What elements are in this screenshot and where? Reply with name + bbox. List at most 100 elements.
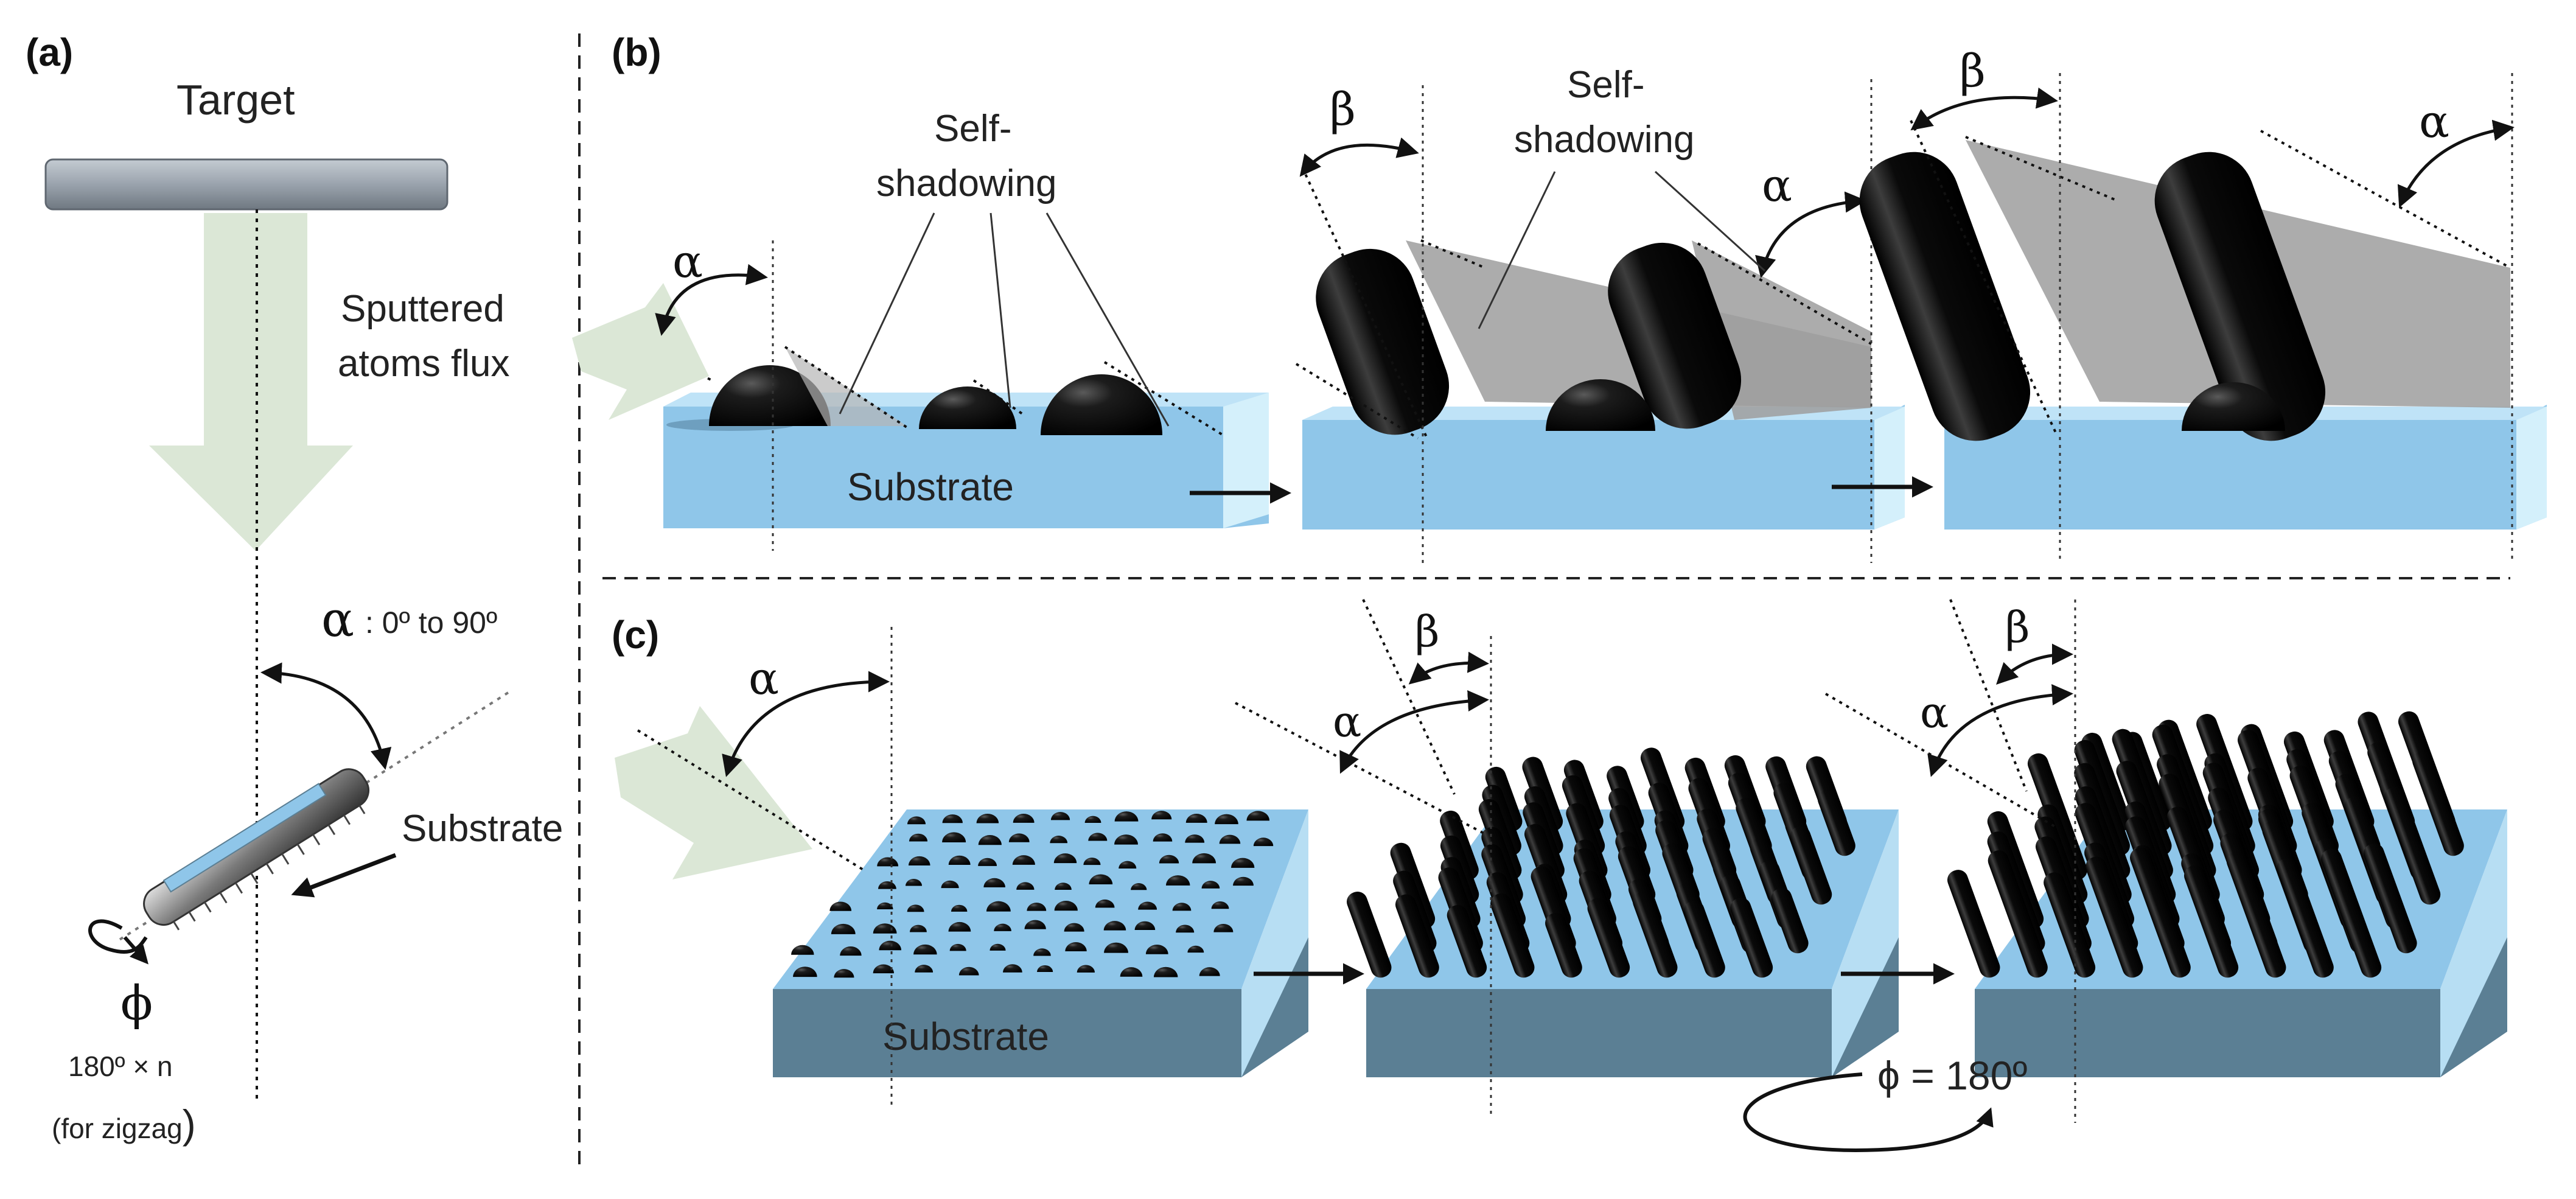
flux-arrow — [149, 213, 353, 551]
nanocolumn — [2321, 848, 2382, 978]
target-label: Target — [176, 76, 295, 124]
nucleus-dome — [1041, 374, 1162, 435]
self-shadowing-label-2b: shadowing — [1514, 119, 1694, 161]
nucleus-dome — [829, 901, 852, 911]
nucleus-dome — [1013, 814, 1035, 823]
nucleus-dome — [942, 832, 966, 842]
alpha-arc-b2 — [1755, 191, 1866, 278]
nucleus-dome — [1012, 855, 1035, 865]
nucleus-dome — [1084, 816, 1101, 823]
alpha-symbol-b2: α — [1762, 159, 1792, 212]
substrate-label-a: Substrate — [402, 808, 563, 850]
nanocolumn — [2384, 786, 2441, 905]
nucleus-dome — [1233, 876, 1254, 886]
nanocolumn — [2277, 858, 2334, 978]
nanocolumn — [2363, 843, 2417, 954]
nucleus-dome — [1253, 837, 1274, 847]
nucleus-dome — [949, 943, 966, 951]
nucleus-dome — [942, 814, 963, 823]
nucleus-dome — [1172, 903, 1192, 911]
phi-arrow-tail-a — [123, 936, 148, 965]
panel-c-stage-1: Substrate α — [615, 627, 1308, 1108]
nucleus-dome — [983, 878, 1005, 887]
beta-arc-c2 — [1408, 651, 1489, 685]
nanocolumn — [1859, 152, 2031, 441]
beta-symbol-c2: β — [1415, 607, 1439, 657]
panel-b-label: (b) — [612, 30, 661, 74]
nucleus-dome — [905, 879, 923, 886]
nanocolumn — [1347, 891, 1392, 978]
nucleus-dome — [1138, 901, 1157, 910]
nucleus-dome — [1103, 921, 1126, 931]
nanocolumn — [1683, 900, 1725, 978]
nanocolumn — [1633, 891, 1678, 978]
phi-rotation-arrow-a — [88, 919, 148, 954]
phi-symbol-a: ϕ — [120, 976, 153, 1031]
nucleus-dome — [1008, 833, 1030, 842]
nanocolumn — [2154, 152, 2326, 441]
nucleus-dome — [1185, 834, 1205, 843]
nanocolumn — [1447, 904, 1487, 978]
nucleus-dome — [1119, 861, 1137, 869]
nucleus-dome — [1095, 899, 1115, 908]
nucleus-dome — [1104, 942, 1128, 953]
nanocolumn — [2130, 847, 2191, 978]
nucleus-dome — [1120, 967, 1143, 977]
beta-arc-c3 — [1996, 643, 2073, 685]
nucleus-dome — [909, 925, 927, 932]
phi-note-a: (for zigzag) — [52, 1102, 196, 1147]
panel-c-label: (c) — [612, 613, 659, 657]
nanocolumn — [1490, 893, 1535, 978]
nucleus-dome — [709, 365, 831, 426]
nucleus-dome — [877, 902, 893, 909]
nucleus-dome — [1145, 945, 1168, 954]
nucleus-dome — [831, 923, 856, 934]
nucleus-dome — [1053, 853, 1077, 864]
nucleus-dome — [1246, 811, 1270, 821]
nanocolumn — [1730, 897, 1773, 978]
nucleus-dome — [1215, 814, 1238, 825]
nucleus-dome — [1153, 967, 1178, 977]
panel-a-label: (a) — [26, 30, 73, 74]
nucleus-dome — [976, 813, 999, 823]
nucleus-dome — [877, 857, 899, 867]
flux-arrow-c — [615, 706, 812, 879]
nucleus-dome — [793, 967, 817, 977]
nucleus-dome — [1089, 874, 1113, 885]
nucleus-dome — [948, 921, 971, 932]
nucleus-dome — [1199, 967, 1220, 976]
nucleus-dome — [1064, 923, 1084, 932]
nucleus-dome — [873, 923, 897, 934]
rotation-arrow-c — [1743, 1072, 1994, 1153]
alpha-range-a: : 0º to 90º — [365, 606, 497, 640]
self-shadowing-label-1a: Self- — [934, 108, 1011, 150]
nucleus-dome — [1185, 814, 1207, 823]
nucleus-dome — [909, 833, 928, 842]
nucleus-dome — [1054, 900, 1078, 911]
nucleus-dome — [986, 901, 1011, 912]
nucleus-dome — [1165, 875, 1190, 886]
nucleus-dome — [791, 945, 814, 955]
substrate-label-c: Substrate — [882, 1015, 1049, 1058]
nucleus-dome — [878, 881, 896, 889]
nanocolumn — [1817, 789, 1855, 856]
nanocolumn — [2226, 851, 2286, 978]
nucleus-dome — [1131, 883, 1147, 890]
self-shadowing-label-1b: shadowing — [876, 163, 1056, 204]
panel-b-stage-1: α Self- shadowing Substrate — [572, 108, 1269, 551]
nanocolumn — [1608, 242, 1742, 429]
nucleus-dome — [1016, 882, 1035, 890]
rotation-label-c: ϕ = 180º — [1877, 1053, 2027, 1098]
nucleus-dome — [948, 855, 971, 865]
beta-arc-b3 — [1910, 87, 2058, 131]
nucleus-dome — [1153, 833, 1173, 842]
beta-symbol-b3: β — [1960, 45, 1986, 97]
alpha-symbol-a: α — [321, 591, 354, 648]
panel-b: (b) α Self- shadowing Substrate — [572, 30, 2547, 563]
nanocolumn — [1947, 870, 2000, 978]
substrate-holder-disc — [143, 768, 370, 931]
nanocolumn — [2183, 865, 2239, 978]
nucleus-dome — [1187, 945, 1204, 953]
nucleus-dome — [1088, 833, 1108, 841]
